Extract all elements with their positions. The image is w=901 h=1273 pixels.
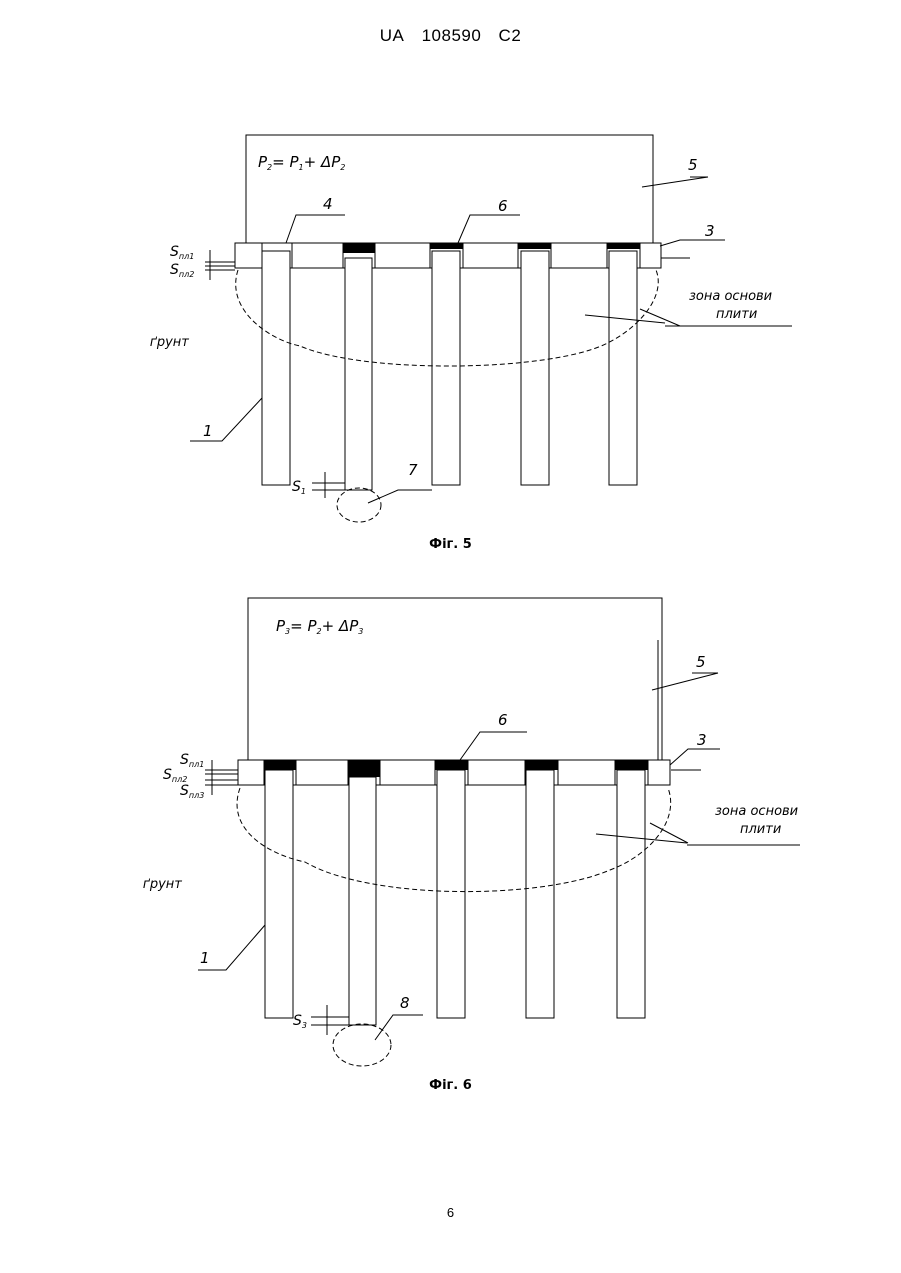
- bearing-insert: [264, 760, 296, 770]
- bearing-insert: [348, 760, 380, 777]
- pile: [437, 770, 465, 1018]
- label-pile: 1: [200, 949, 210, 967]
- pile: [265, 770, 293, 1018]
- load-formula: P3= P2+ ΔP3: [276, 617, 363, 636]
- bearing-insert: [435, 760, 468, 770]
- label-s-pl2: Sпл2: [163, 767, 187, 784]
- label-s-tip: S3: [293, 1013, 307, 1030]
- label-s-pl1: Sпл1: [180, 752, 204, 769]
- label-insert: 6: [498, 711, 508, 729]
- label-tip-zone: 8: [400, 994, 410, 1012]
- page-number: 6: [0, 1205, 901, 1220]
- bearing-insert: [525, 760, 558, 770]
- pile: [349, 777, 376, 1025]
- figure-6-caption: Фіг. 6: [0, 1078, 901, 1093]
- pile: [526, 770, 554, 1018]
- bearing-insert: [615, 760, 648, 770]
- label-soil: ґрунт: [143, 877, 182, 892]
- label-slab: 3: [697, 731, 707, 749]
- label-s-pl3: Sпл3: [180, 783, 204, 800]
- label-zone-line1: зона основи: [715, 804, 798, 819]
- pile: [617, 770, 645, 1018]
- label-superstructure: 5: [696, 653, 706, 671]
- label-zone-line2: плити: [740, 822, 781, 837]
